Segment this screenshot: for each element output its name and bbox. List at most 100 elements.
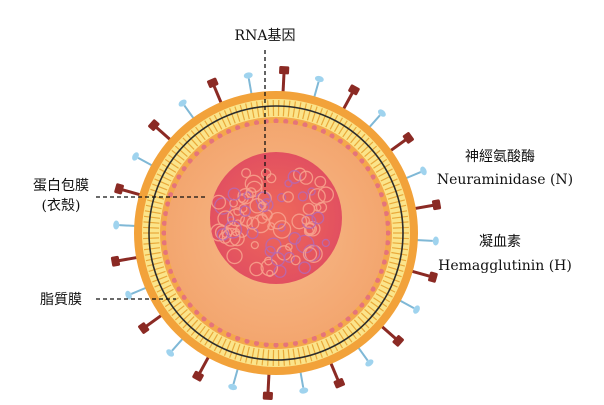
bilayer-stripe [316,108,323,124]
bilayer-stripe [392,221,409,224]
bilayer-stripe [329,336,339,352]
bilayer-stripe [143,237,160,240]
bilayer-stripe [218,338,227,354]
bilayer-stripe [380,284,396,293]
bilayer-stripe [148,193,165,200]
bilayer-stripe [150,270,166,278]
bilayer-stripe [143,226,160,229]
capsid-bead [235,125,241,131]
mushroom-spike-icon [341,84,360,111]
capsid-bead [365,166,371,172]
mushroom-spike-icon [413,199,442,211]
bilayer-stripe [382,178,398,186]
capsid-bead [320,128,326,135]
bilayer-stripe [325,338,334,354]
drop-spike-icon [398,299,420,314]
bilayer-stripe [386,188,402,196]
bilayer-stripe [387,193,404,200]
bilayer-stripe [306,104,313,121]
bilayer-stripe [287,100,291,117]
bilayer-stripe [164,297,179,308]
bilayer-stripe [234,344,241,360]
bilayer-stripe [159,288,174,298]
capsid-bead [163,210,169,217]
bilayer-stripe [213,336,223,352]
capsid-bead [359,302,365,308]
bilayer-stripe [373,158,388,169]
bilayer-stripe [156,173,172,182]
capsid-label: (衣殼) [42,198,81,214]
bilayer-stripe [168,154,182,165]
drop-spike-icon [312,75,324,99]
bilayer-stripe [391,251,408,256]
capsid-bead [176,286,182,292]
capsid-bead [384,220,391,226]
bilayer-stripe [143,242,160,245]
capsid-bead [383,210,389,217]
bilayer-stripe [378,288,393,298]
bilayer-stripe [178,312,192,325]
bilayer-stripe [245,103,250,120]
mushroom-spike-icon [388,132,414,153]
bilayer-stripe [143,221,160,224]
capsid-bead [263,341,269,348]
bilayer-stripe [261,349,265,366]
capsid-bead [359,158,365,164]
bilayer-stripe [182,316,195,329]
bilayer-stripe [204,120,214,135]
bilayer-stripe [282,100,285,117]
bilayer-stripe [229,342,236,358]
drop-spike-icon [178,99,196,120]
bilayer-stripe [382,280,398,288]
bilayer-stripe [370,154,384,165]
mushroom-spike-icon [328,361,345,389]
bilayer-stripe [255,348,260,365]
bilayer-stripe [392,215,409,219]
mushroom-spike-icon [262,372,273,400]
bilayer-stripe [164,158,179,169]
capsid-bead [329,327,335,333]
bilayer-stripe [389,261,405,267]
rna-core [210,152,342,284]
bilayer-stripe [159,168,174,178]
bilayer-stripe [171,149,185,161]
drop-spike-icon [404,166,427,180]
bilayer-stripe [392,237,409,240]
bilayer-stripe [239,104,246,121]
bilayer-stripe [392,226,409,229]
capsid-bead [302,122,308,128]
bilayer-stripe [329,114,339,130]
bilayer-stripe [147,199,163,205]
capsid-bead [337,322,343,328]
drop-spike-icon [125,286,148,300]
bilayer-stripe [384,275,400,283]
neuraminidase-zh-label: 神經氨酸酶 [465,149,535,165]
bilayer-stripe [156,284,172,293]
bilayer-stripe [302,346,307,363]
capsid-bead [345,144,351,150]
bilayer-stripe [375,163,391,173]
capsid-bead [168,268,174,274]
drop-spike-icon [415,236,439,246]
bilayer-stripe [178,141,192,154]
bilayer-stripe [229,108,236,124]
capsid-bead [378,192,384,198]
bilayer-stripe [190,130,202,144]
bilayer-stripe [195,325,206,340]
bilayer-stripe [239,345,246,362]
bilayer-stripe [161,293,177,303]
bilayer-stripe [292,348,297,365]
bilayer-stripe [338,331,348,346]
capsid-bead [292,120,299,126]
bilayer-stripe [223,110,232,126]
capsid-bead [352,151,358,157]
hemagglutinin-en-label: Hemagglutinin (H) [438,258,572,274]
capsid-bead [320,331,326,338]
mushroom-spike-icon [148,119,173,142]
bilayer-stripe [213,114,223,130]
bilayer-stripe [261,100,265,117]
capsid-bead [383,249,389,256]
capsid-bead [370,174,376,180]
bilayer-stripe [375,293,391,303]
